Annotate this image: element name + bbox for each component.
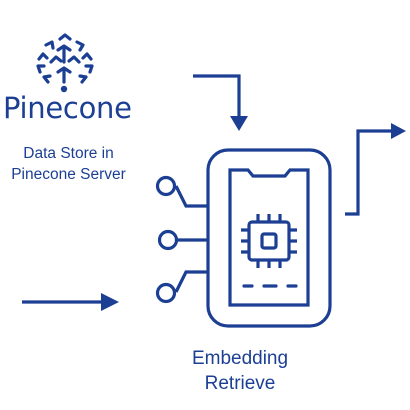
device-outer — [206, 148, 332, 328]
store-label-line1: Data Store in — [23, 145, 114, 162]
embedding-label-line2: Retrieve — [204, 373, 276, 394]
chip-core — [260, 232, 278, 250]
embedding-label: Embedding Retrieve — [150, 346, 330, 396]
pinecone-logo-icon — [36, 33, 94, 93]
device-screen — [228, 168, 310, 307]
store-label: Data Store in Pinecone Server — [0, 143, 137, 185]
chip-body — [247, 220, 291, 262]
arrowhead-down — [230, 116, 248, 131]
arrowhead-out-right — [391, 123, 406, 139]
node-bottom — [155, 282, 177, 304]
chip-pins — [241, 214, 297, 268]
connector-top — [174, 185, 208, 208]
arrow-down — [193, 74, 241, 118]
arrow-out-right — [345, 129, 392, 216]
connector-bottom — [174, 270, 208, 293]
arrowhead-in-right — [101, 293, 119, 311]
store-label-line2: Pinecone Server — [11, 166, 126, 183]
node-top — [155, 175, 177, 197]
node-middle — [157, 229, 179, 251]
brand-name: Pinecone — [3, 91, 132, 125]
embedding-label-line1: Embedding — [191, 348, 289, 369]
